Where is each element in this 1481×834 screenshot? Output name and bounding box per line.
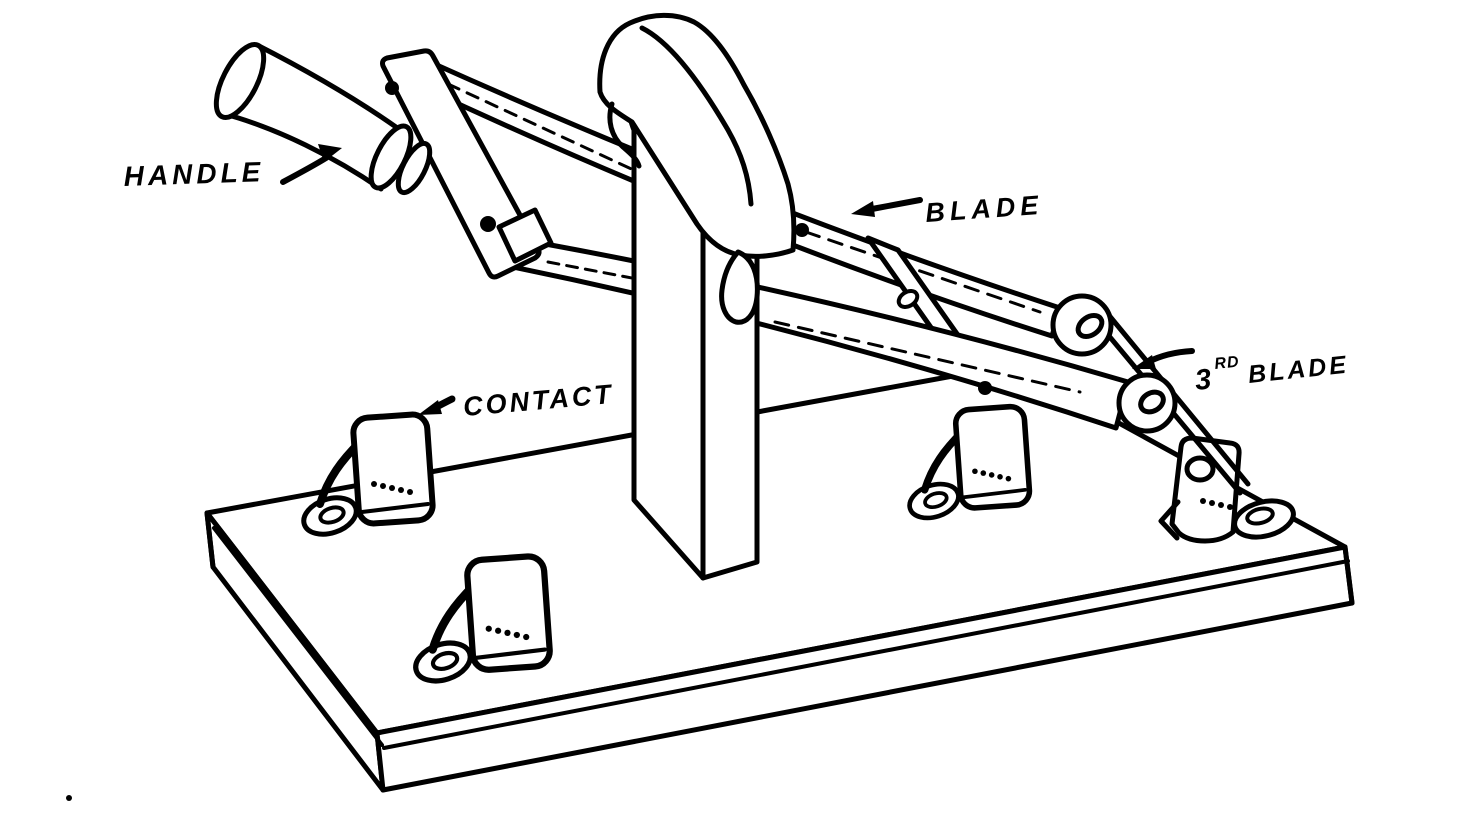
third-blade-eye-hole (1245, 506, 1275, 526)
hinge-block (1158, 435, 1242, 544)
handle-collar-ring-2 (395, 140, 433, 196)
post-hook-curl (607, 101, 642, 169)
handle-assembly (213, 42, 554, 280)
front-blade-rivet (978, 381, 992, 395)
print-speck (66, 795, 72, 801)
center-post (597, 12, 797, 581)
crossbar-end-cap (496, 207, 554, 264)
front-blade-highlight-2 (773, 320, 1082, 394)
blade-arrow-head (851, 201, 875, 217)
third-blade-arrow-shaft (1145, 348, 1195, 365)
crossbar-rivet-bottom (480, 216, 496, 232)
main-blade-lug-hole (1075, 313, 1105, 339)
handle-arrow-shaft (280, 155, 329, 185)
bent-top-contour (639, 25, 754, 207)
contact-arrow-head (418, 400, 442, 415)
base-right-corner-edge (1342, 544, 1355, 606)
third-blade-label-word: BLADE (1247, 351, 1350, 389)
contact-annotation: CONTACT (418, 379, 615, 422)
contact-label: CONTACT (462, 379, 615, 422)
base-left-bevel-line (212, 526, 384, 747)
hinge-block-hole (1184, 455, 1216, 483)
front-blade-highlight (546, 260, 702, 293)
main-blade-highlight-2 (804, 230, 1042, 314)
handle-label: HANDLE (123, 156, 265, 192)
post-bent-top (597, 12, 797, 259)
blade-label: BLADE (924, 190, 1044, 228)
handle-annotation: HANDLE (123, 144, 342, 192)
handle-butt-end (213, 42, 267, 120)
hinge-dot (1209, 500, 1215, 506)
third-blade-label-superscript: RD (1214, 353, 1241, 373)
contact-clip-left-rear (299, 414, 434, 541)
front-blade-lug-hole (1138, 389, 1166, 415)
hinge-block-foot-line (1158, 499, 1181, 541)
base-front-bevel-line (382, 559, 1350, 750)
post-latch-tongue (719, 249, 760, 325)
base-left-corner-edge (204, 510, 216, 570)
brace-plate-hole (896, 289, 920, 309)
third-blade-label-number: 3 (1193, 363, 1212, 397)
main-blade-rivet (795, 223, 809, 237)
blade-arrow-shaft (869, 197, 923, 212)
crossbar-rivet-top (385, 81, 399, 95)
main-blade-highlight (446, 82, 642, 175)
hinge-dot (1218, 502, 1224, 508)
handle-arrow-head (318, 144, 342, 162)
third-blade-arrow-head (1132, 355, 1156, 369)
hinge-dot (1200, 498, 1206, 504)
blade-annotation: BLADE (851, 190, 1044, 228)
blade-pivot-lugs (1050, 293, 1296, 540)
hinge-dot (1227, 504, 1233, 510)
